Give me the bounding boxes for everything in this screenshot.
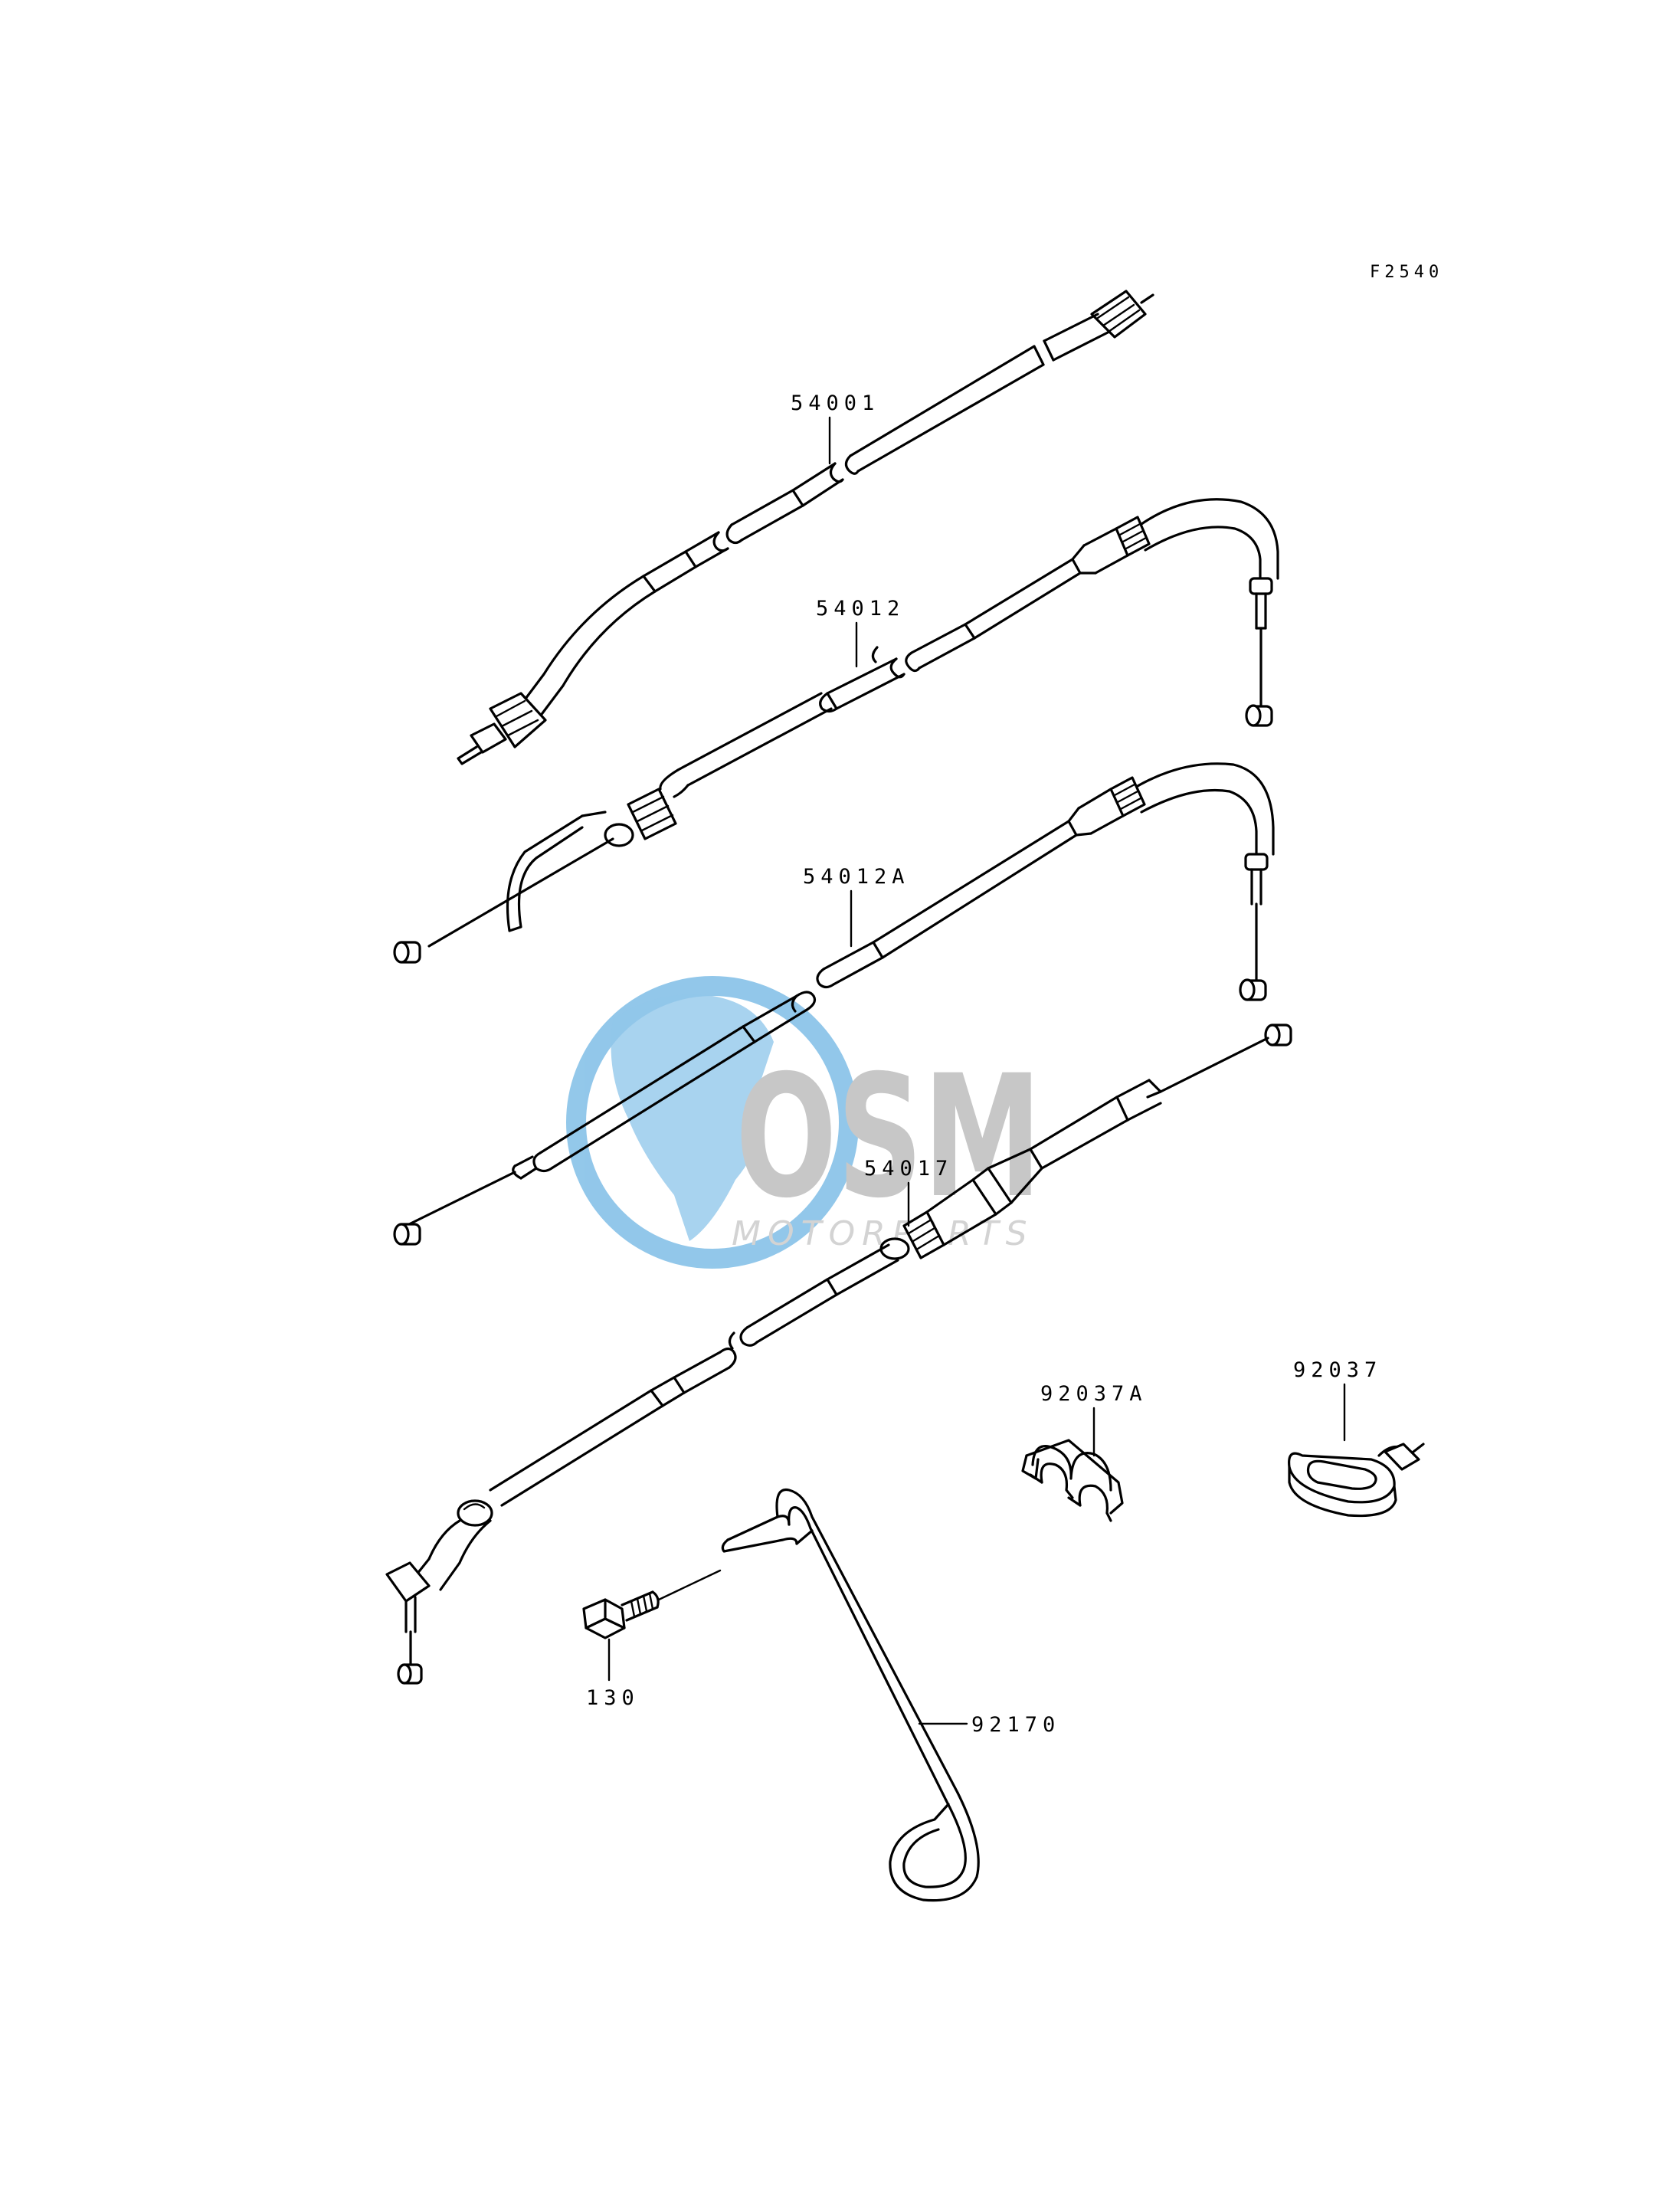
part-label-54012: 54012: [816, 597, 905, 621]
throttle-cable-1[interactable]: 54012: [393, 498, 1279, 964]
clamp-double[interactable]: 92037A: [1021, 1382, 1148, 1522]
part-label-54017: 54017: [864, 1157, 953, 1181]
watermark-sub-text: MOTORPARTS: [732, 1214, 1034, 1253]
part-label-92037A: 92037A: [1040, 1382, 1148, 1406]
bolt[interactable]: 130: [582, 1569, 722, 1710]
part-label-92037: 92037: [1293, 1358, 1382, 1382]
clutch-cable[interactable]: 54017: [385, 1024, 1292, 1685]
cable-guide[interactable]: 92170: [721, 1488, 1060, 1902]
part-label-130: 130: [586, 1686, 640, 1710]
part-label-54001: 54001: [791, 391, 879, 415]
watermark-logo: OSM MOTORPARTS: [566, 976, 1042, 1269]
clamp-single[interactable]: 92037: [1288, 1358, 1425, 1518]
part-label-92170: 92170: [971, 1713, 1060, 1737]
throttle-cable-2[interactable]: 54012A: [393, 762, 1275, 1246]
part-label-54012A: 54012A: [803, 865, 910, 889]
figure-code: F2540: [1370, 263, 1443, 282]
speedometer-cable[interactable]: 54001: [457, 290, 1154, 765]
